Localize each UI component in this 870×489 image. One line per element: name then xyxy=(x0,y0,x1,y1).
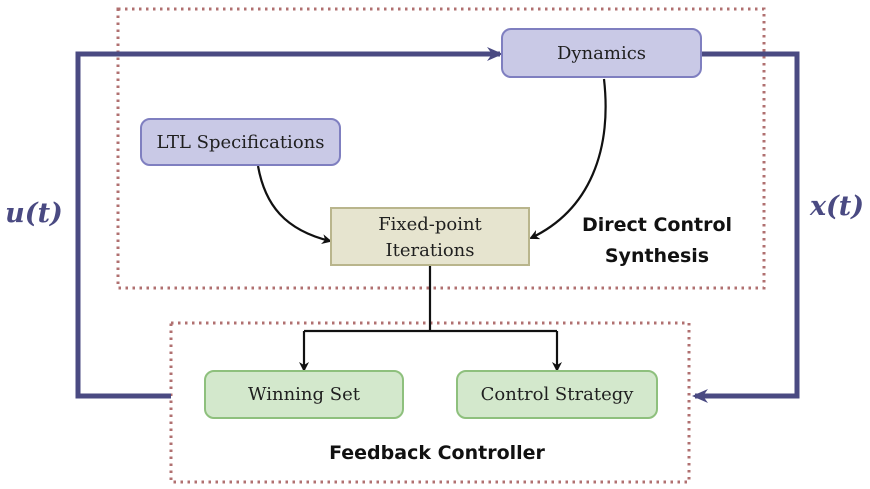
edge-dynamics-to-fixed-point xyxy=(529,78,607,240)
edge-fixed-point-split xyxy=(304,266,557,333)
direct-control-synthesis-region xyxy=(116,7,766,290)
direct-control-synthesis-label-line2: Synthesis xyxy=(605,245,709,267)
feedback-controller-label: Feedback Controller xyxy=(329,442,545,464)
state-signal-line xyxy=(692,51,800,403)
winning-set-label: Winning Set xyxy=(248,384,361,405)
ltl-specifications-node: LTL Specifications xyxy=(140,118,341,166)
control-strategy-node: Control Strategy xyxy=(456,370,658,419)
input-signal-line xyxy=(75,47,503,399)
control-strategy-label: Control Strategy xyxy=(481,384,635,405)
fixed-point-label-line2: Iterations xyxy=(386,240,475,261)
edge-ltl-to-fixed-point xyxy=(256,165,332,244)
dynamics-label: Dynamics xyxy=(557,43,646,64)
dynamics-node: Dynamics xyxy=(501,28,702,78)
ltl-specifications-label: LTL Specifications xyxy=(157,132,325,153)
winning-set-node: Winning Set xyxy=(204,370,404,419)
fixed-point-iterations-node: Fixed-point Iterations xyxy=(330,207,530,266)
state-signal-label: x(t) xyxy=(809,191,864,222)
direct-control-synthesis-label-line1: Direct Control xyxy=(582,214,732,236)
input-signal-label: u(t) xyxy=(5,198,63,229)
fixed-point-label-line1: Fixed-point xyxy=(378,214,482,235)
